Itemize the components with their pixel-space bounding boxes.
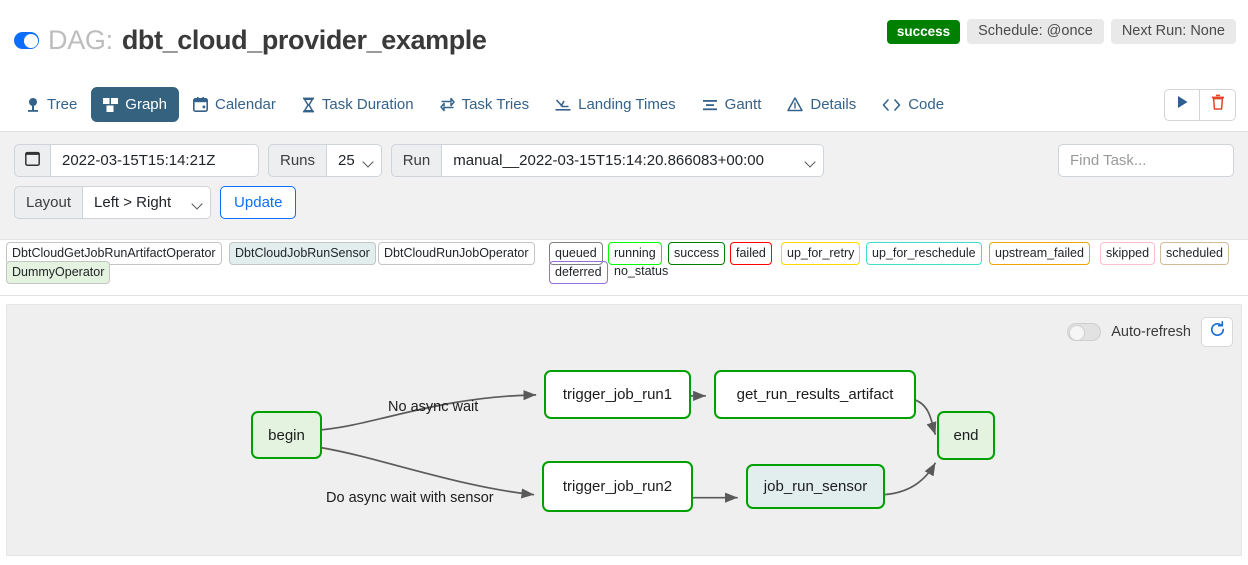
legend-status-up-for-retry[interactable]: up_for_retry [781,242,861,265]
legend-status-skipped[interactable]: skipped [1100,242,1156,265]
runs-label: Runs [268,144,328,177]
hourglass-icon [302,97,315,113]
retry-icon [439,97,455,112]
tab-label: Tree [47,96,78,113]
run-label: Run [390,144,443,177]
next-run-badge: Next Run: None [1110,19,1236,44]
tab-tree[interactable]: Tree [14,87,89,122]
date-picker-button[interactable] [14,144,51,177]
tab-label: Details [810,96,857,113]
date-filter-group: 2022-03-15T15:14:21Z [14,144,259,177]
graph-icon [103,97,119,112]
legend-operator-item[interactable]: DbtCloudRunJobOperator [378,242,535,265]
dag-header: DAG: dbt_cloud_provider_example success … [0,0,1248,78]
delete-dag-button[interactable] [1200,88,1236,121]
layout-filter-group: Layout Left > Right [14,186,212,219]
tab-label: Code [908,96,945,113]
warning-triangle-icon [787,97,804,112]
dag-node-end[interactable]: end [937,411,995,460]
legend-status-up-for-reschedule[interactable]: up_for_reschedule [866,242,982,265]
tab-landing-times[interactable]: Landing Times [543,87,688,122]
refresh-icon [1209,321,1226,343]
dag-node-get_run_results_artifact[interactable]: get_run_results_artifact [714,370,916,419]
tab-label: Graph [125,96,167,113]
dag-edge-label: Do async wait with sensor [326,490,494,506]
dag-node-trigger_job_run2[interactable]: trigger_job_run2 [542,461,693,512]
legend-status-success[interactable]: success [668,242,726,265]
legend-status-upstream-failed[interactable]: upstream_failed [989,242,1090,265]
trash-icon [1211,94,1225,115]
refresh-button[interactable] [1201,317,1233,347]
tab-calendar[interactable]: Calendar [181,87,288,122]
tab-task-tries[interactable]: Task Tries [428,87,542,122]
dag-pause-toggle-icon[interactable] [14,32,39,49]
legend-bar: DbtCloudGetJobRunArtifactOperator DbtClo… [0,240,1248,296]
legend-status-running[interactable]: running [608,242,662,265]
tab-label: Gantt [724,96,762,113]
page-title: dbt_cloud_provider_example [121,25,487,55]
dag-title-row: DAG: dbt_cloud_provider_example [14,0,1234,56]
legend-operator-item[interactable]: DbtCloudJobRunSensor [229,242,376,265]
calendar-icon [25,151,40,170]
dag-actions [1164,88,1236,121]
code-brackets-icon [882,98,901,112]
legend-status-deferred[interactable]: deferred [549,261,608,284]
dag-node-begin[interactable]: begin [251,411,322,459]
auto-refresh-controls: Auto-refresh [1067,317,1233,347]
schedule-badge: Schedule: @once [967,19,1104,44]
landing-icon [555,97,571,112]
update-button[interactable]: Update [220,186,297,219]
runs-filter-group: Runs 25 [268,144,382,177]
legend-status-failed[interactable]: failed [730,242,772,265]
trigger-dag-button[interactable] [1164,88,1200,121]
tab-label: Calendar [215,96,276,113]
tab-task-duration[interactable]: Task Duration [290,87,426,122]
tab-code[interactable]: Code [870,87,956,122]
legend-status-scheduled[interactable]: scheduled [1160,242,1229,265]
header-badges: success Schedule: @once Next Run: None [886,19,1236,44]
play-icon [1176,95,1189,114]
dag-node-label: get_run_results_artifact [736,386,894,403]
dag-node-label: job_run_sensor [763,478,868,495]
tree-icon [26,97,40,113]
dag-node-label: trigger_job_run1 [562,386,673,403]
legend-status-queued[interactable]: queued [549,242,603,265]
dag-graph-canvas[interactable]: Auto-refresh begin [6,304,1242,556]
filter-row-layout: Layout Left > Right Update [14,186,1234,219]
dag-node-trigger_job_run1[interactable]: trigger_job_run1 [544,370,691,419]
tab-details[interactable]: Details [775,87,868,122]
auto-refresh-label: Auto-refresh [1111,324,1191,340]
tab-gantt[interactable]: Gantt [690,87,774,122]
status-badge: success [886,19,961,44]
run-filter-group: Run manual__2022-03-15T15:14:20.866083+0… [390,144,825,177]
runs-count-select[interactable]: 25 [327,144,382,177]
dag-prefix-label: DAG: [48,25,113,55]
layout-label: Layout [14,186,84,219]
tab-label: Task Duration [321,96,414,113]
run-select[interactable]: manual__2022-03-15T15:14:20.866083+00:00 [442,144,825,177]
execution-date-input[interactable]: 2022-03-15T15:14:21Z [51,144,259,177]
find-task-input[interactable] [1058,144,1234,177]
filter-row-primary: 2022-03-15T15:14:21Z Runs 25 Run manual_… [14,144,1234,177]
legend-operator-item[interactable]: DbtCloudGetJobRunArtifactOperator [6,242,222,265]
dag-node-label: end [953,427,979,444]
tab-label: Task Tries [461,96,530,113]
view-tabbar: Tree Graph Calendar Task Duration Task T… [0,78,1248,132]
dag-edge-label: No async wait [388,399,479,415]
dag-edges [321,390,937,503]
tab-graph[interactable]: Graph [91,87,179,122]
tab-label: Landing Times [578,96,676,113]
auto-refresh-toggle[interactable] [1067,323,1102,341]
gantt-icon [702,98,718,112]
legend-operator-item[interactable]: DummyOperator [6,261,111,284]
dag-node-label: trigger_job_run2 [562,478,673,495]
legend-status-no-status: no_status [614,263,669,278]
dag-node-label: begin [268,426,305,444]
filter-toolbar: 2022-03-15T15:14:21Z Runs 25 Run manual_… [0,132,1248,240]
calendar-icon [193,97,208,112]
dag-node-job_run_sensor[interactable]: job_run_sensor [746,464,885,509]
layout-select[interactable]: Left > Right [83,186,212,219]
